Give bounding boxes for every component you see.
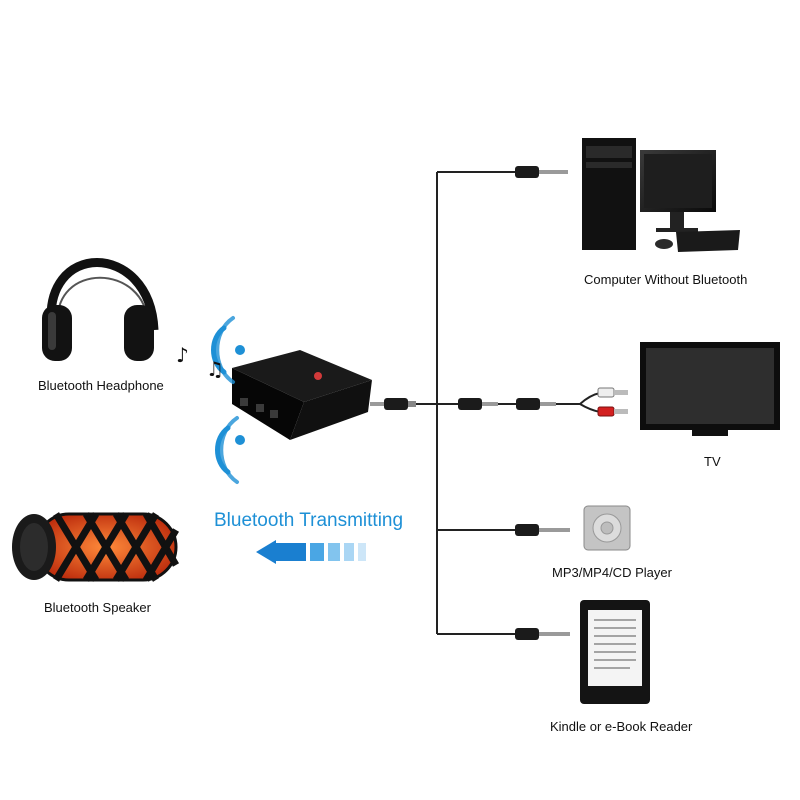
reader-label: Kindle or e-Book Reader: [550, 719, 693, 734]
television-icon: [640, 342, 780, 436]
player-label: MP3/MP4/CD Player: [552, 565, 672, 580]
audio-jack-plug: [370, 398, 416, 410]
transmitting-label: Bluetooth Transmitting: [214, 510, 404, 531]
audio-jack-plug: [515, 524, 570, 536]
audio-jack-plug: [515, 166, 568, 178]
audio-jack-plug: [458, 398, 498, 410]
audio-jack-plug: [516, 398, 556, 410]
music-note-icon: ♪ ♫: [176, 343, 224, 381]
desktop-computer-icon: [582, 138, 740, 252]
computer-label: Computer Without Bluetooth: [584, 272, 748, 287]
bluetooth-transmitter-icon: [232, 350, 372, 440]
svg-text:♪: ♪: [176, 343, 189, 367]
svg-text:♫: ♫: [206, 357, 224, 381]
speaker-icon: [12, 512, 180, 582]
mp3-player-icon: [583, 505, 631, 551]
speaker-label: Bluetooth Speaker: [44, 600, 151, 615]
tv-label: TV: [704, 454, 721, 469]
audio-jack-plug: [515, 628, 570, 640]
headphone-label: Bluetooth Headphone: [38, 378, 164, 393]
headphone-icon: [42, 258, 159, 361]
rca-connector-icon: [579, 387, 628, 417]
left-arrow-icon: [256, 540, 366, 564]
ebook-reader-icon: [580, 600, 650, 704]
bluetooth-signal-icon: [211, 316, 245, 484]
